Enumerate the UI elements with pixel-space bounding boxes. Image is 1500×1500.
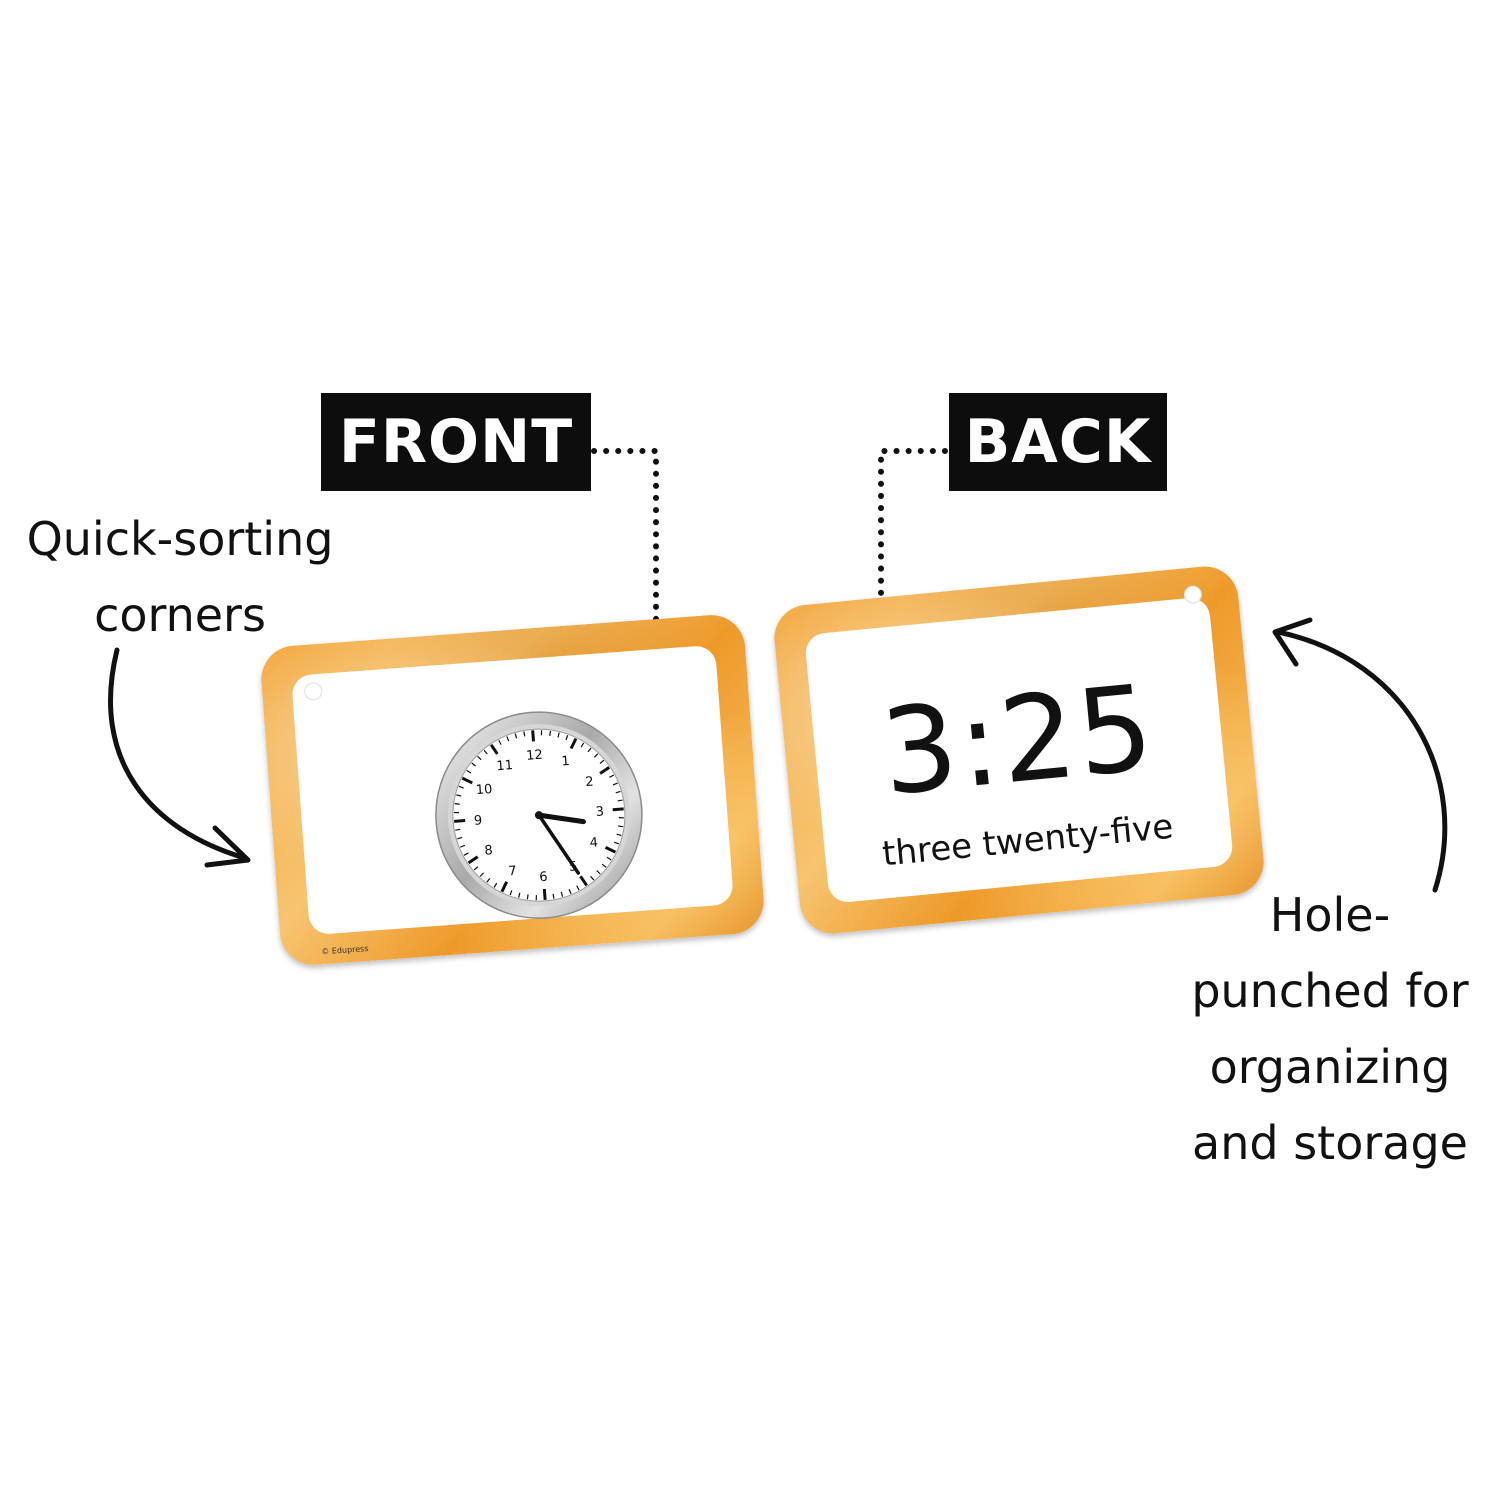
callout-line: punched for (1191, 964, 1469, 1018)
clock-major-tick (579, 875, 588, 887)
left-curved-arrow (108, 647, 248, 861)
clock-minor-tick (458, 785, 464, 789)
clock-minor-tick (453, 811, 459, 814)
right-curved-arrow (1275, 629, 1448, 893)
clock-minor-tick (599, 759, 605, 764)
clock-minor-tick (615, 790, 621, 794)
clock-number: 11 (496, 758, 514, 774)
clock-minor-tick (463, 852, 469, 856)
clock-minor-tick (471, 762, 477, 767)
clock-major-tick (604, 845, 617, 854)
clock-ticks (453, 730, 624, 901)
clock-minor-tick (466, 769, 472, 774)
clock-number: 2 (585, 775, 594, 791)
clock-minor-tick (617, 799, 623, 802)
clock-number: 1 (561, 754, 570, 770)
clock-minor-tick (587, 747, 592, 753)
clock-minor-tick (509, 890, 513, 896)
clock-minor-tick (483, 749, 488, 755)
clock-minor-tick (618, 825, 624, 828)
callout-line: corners (94, 588, 266, 642)
clock-minor-tick (526, 894, 529, 900)
clock-minor-tick (568, 888, 572, 895)
clock-minor-tick (549, 730, 552, 736)
clock-number: 3 (595, 804, 604, 820)
quick-sorting-callout: Quick-sorting corners (0, 501, 360, 653)
clock-icon: 121234567891011 (435, 711, 643, 919)
clock-major-tick (542, 888, 547, 901)
clock-minor-tick (456, 794, 462, 797)
front-label: FRONT (321, 393, 591, 491)
front-card: 121234567891011 © Edupress (258, 612, 767, 968)
clock-number: 12 (526, 748, 544, 764)
clock-minor-tick (514, 733, 518, 739)
right-arrow-head-icon (1272, 617, 1313, 667)
callout-line: Quick-sorting (26, 512, 334, 566)
clock-minor-tick (523, 731, 526, 737)
clock-minor-tick (616, 833, 622, 836)
clock-minor-tick (459, 844, 466, 848)
clock-number: 8 (484, 843, 493, 859)
clock-minor-tick (609, 774, 615, 778)
clock-minor-tick (576, 885, 580, 891)
clock-major-tick (612, 807, 624, 812)
hole-punched-callout: Hole- punched for organizing and storage (1160, 877, 1500, 1181)
clock-major-tick (467, 855, 479, 865)
clock-major-tick (569, 737, 578, 750)
clock-number: 10 (475, 782, 493, 798)
clock-minor-tick (457, 836, 463, 840)
back-time-digits: 3:25 (875, 658, 1161, 822)
clock-major-tick (461, 776, 473, 785)
clock-minor-tick (618, 817, 624, 819)
clock-major-tick (531, 730, 535, 742)
callout-line: Hole- (1269, 888, 1391, 942)
clock-major-tick (489, 743, 499, 755)
clock-minor-tick (518, 892, 521, 898)
clock-minor-tick (473, 866, 479, 871)
clock-minor-tick (613, 841, 620, 845)
clock-minor-tick (498, 739, 502, 745)
clock-minor-tick (455, 828, 461, 831)
clock-major-tick (500, 881, 509, 893)
clock-minor-tick (540, 730, 543, 736)
clock-number: 4 (589, 835, 598, 851)
card-face: 121234567891011 (291, 644, 734, 936)
clock-number: 6 (539, 870, 548, 886)
left-arrow-head-icon (204, 825, 251, 868)
clock-minor-tick (580, 742, 585, 748)
clock-minor-tick (493, 882, 498, 888)
clock-minor-tick (565, 734, 569, 741)
clock-minor-tick (557, 732, 560, 738)
clock-number: 9 (474, 813, 483, 829)
clock-minor-tick (593, 753, 599, 758)
clock-major-tick (599, 766, 611, 775)
clock-minor-tick (506, 736, 510, 742)
clock-minor-tick (590, 875, 595, 881)
callout-line: and storage (1192, 1116, 1468, 1170)
clock-minor-tick (601, 863, 607, 868)
hour-hand (536, 812, 586, 825)
clock-numbers: 121234567891011 (474, 748, 605, 886)
clock-minor-tick (477, 755, 482, 761)
callout-line: organizing (1209, 1040, 1451, 1094)
clock-major-tick (454, 819, 466, 823)
clock-minor-tick (535, 895, 537, 901)
back-dotted-connector (878, 448, 948, 631)
clock-minor-tick (606, 856, 612, 861)
clock-number: 7 (508, 864, 517, 880)
clock-minor-tick (596, 870, 601, 875)
back-card: 3:25 three twenty-five (771, 563, 1267, 937)
clock-minor-tick (552, 893, 555, 899)
clock-minor-tick (612, 782, 618, 786)
card-face: 3:25 three twenty-five (803, 596, 1235, 904)
minute-hand (537, 813, 581, 875)
clock-minor-tick (454, 803, 460, 805)
clock-minor-tick (560, 891, 564, 897)
back-label: BACK (949, 393, 1167, 491)
front-dotted-connector (591, 448, 659, 665)
clock-minor-tick (486, 877, 491, 883)
clock-minor-tick (479, 872, 484, 877)
